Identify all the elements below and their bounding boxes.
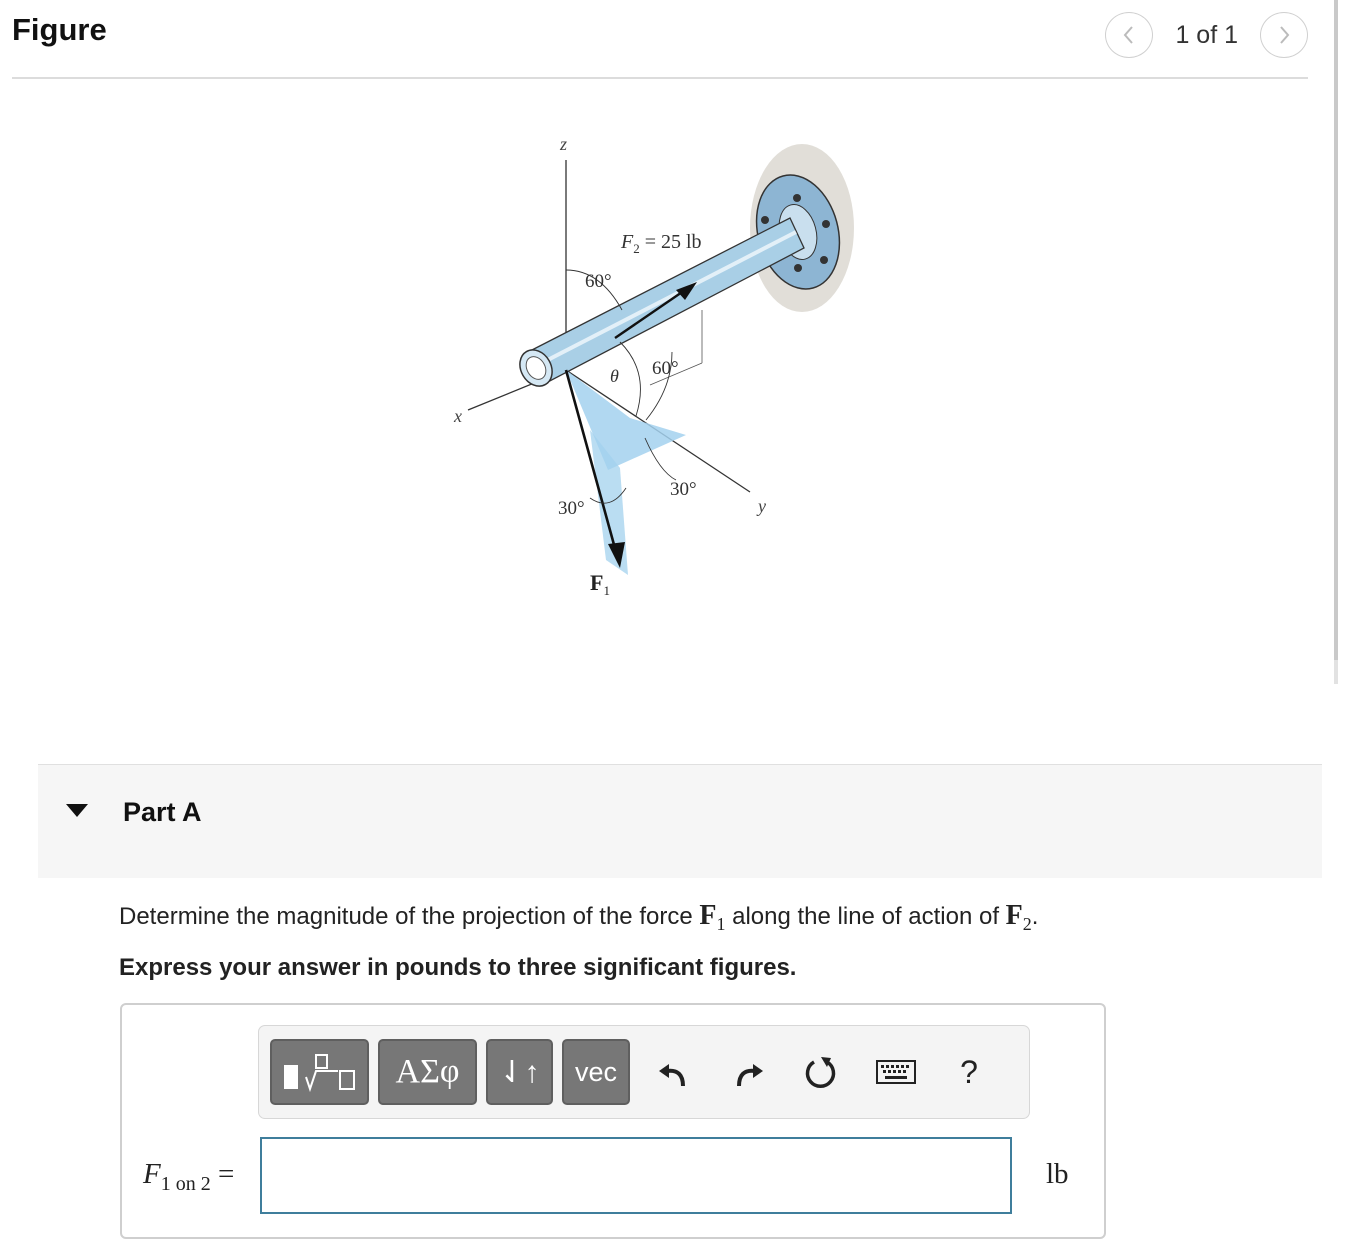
redo-button[interactable] bbox=[728, 1050, 770, 1094]
x-axis-label: x bbox=[453, 406, 462, 426]
bolt-hole bbox=[793, 194, 801, 202]
keyboard-button[interactable] bbox=[872, 1050, 920, 1094]
scrollbar[interactable] bbox=[1334, 0, 1338, 684]
angle-label-60-top: 60° bbox=[585, 271, 612, 292]
z-axis-label: z bbox=[559, 134, 567, 154]
question-text: Determine the magnitude of the projectio… bbox=[119, 900, 1039, 934]
theta-label: θ bbox=[610, 366, 619, 386]
instruction-text: Express your answer in pounds to three s… bbox=[119, 954, 797, 981]
angle-arc-30-left bbox=[589, 487, 627, 504]
angle-arc-60-top bbox=[565, 269, 623, 311]
angle-arc-30-right bbox=[644, 437, 677, 481]
part-title: Part A bbox=[123, 797, 202, 827]
bolt-hole bbox=[822, 220, 830, 228]
chevron-right-icon bbox=[1280, 26, 1290, 44]
unit-label: lb bbox=[1046, 1158, 1069, 1190]
fraction-root-template-icon bbox=[283, 1054, 355, 1093]
pipe-bore bbox=[525, 356, 547, 380]
collapse-triangle-icon[interactable] bbox=[66, 804, 88, 817]
undo-button[interactable] bbox=[652, 1050, 694, 1094]
angle-arc-theta bbox=[619, 341, 641, 417]
angle-label-60-mid: 60° bbox=[652, 358, 679, 379]
help-button[interactable]: ? bbox=[960, 1053, 978, 1090]
reset-button[interactable] bbox=[800, 1050, 842, 1094]
angle-arc-60-mid bbox=[645, 351, 673, 421]
figure-pager: 1 of 1 bbox=[1105, 12, 1308, 58]
greek-symbols-button[interactable]: ΑΣφ bbox=[378, 1039, 477, 1105]
y-axis-label: y bbox=[756, 496, 766, 516]
f2-arrowhead bbox=[676, 282, 697, 300]
bolt-hole bbox=[794, 264, 802, 272]
bolt-hole bbox=[761, 216, 769, 224]
f2-label: F2 = 25 lb bbox=[620, 231, 702, 256]
chevron-left-icon bbox=[1124, 26, 1134, 44]
answer-input[interactable] bbox=[260, 1137, 1012, 1214]
pager-text: 1 of 1 bbox=[1175, 20, 1238, 49]
figure-diagram: z x y F2 = 25 lb 60° θ 60° 30° 30° F1 bbox=[440, 120, 860, 610]
part-header[interactable] bbox=[38, 764, 1322, 878]
f1-label: F1 bbox=[590, 570, 610, 598]
reset-icon bbox=[805, 1057, 836, 1088]
previous-figure-button[interactable] bbox=[1105, 12, 1154, 58]
angle-label-30-left: 30° bbox=[558, 498, 585, 519]
figure-title: Figure bbox=[12, 12, 107, 47]
f1-arrowhead bbox=[608, 542, 625, 568]
angle-label-30-right: 30° bbox=[670, 479, 697, 500]
arrows-button[interactable]: ⇃↑ bbox=[486, 1039, 553, 1105]
f1-arrow bbox=[564, 369, 618, 553]
redo-icon bbox=[737, 1064, 763, 1087]
undo-icon bbox=[659, 1064, 685, 1087]
keyboard-icon bbox=[876, 1060, 916, 1084]
f2-arrow bbox=[614, 287, 689, 339]
header-divider bbox=[12, 77, 1308, 79]
pipe-highlight bbox=[535, 230, 797, 368]
projection-plane bbox=[566, 370, 686, 470]
templates-button[interactable] bbox=[270, 1039, 369, 1105]
vector-button[interactable]: vec bbox=[562, 1039, 630, 1105]
answer-label: F1 on 2 = bbox=[143, 1158, 235, 1195]
construction-line bbox=[649, 362, 703, 386]
bolt-hole bbox=[820, 256, 828, 264]
next-figure-button[interactable] bbox=[1260, 12, 1308, 58]
